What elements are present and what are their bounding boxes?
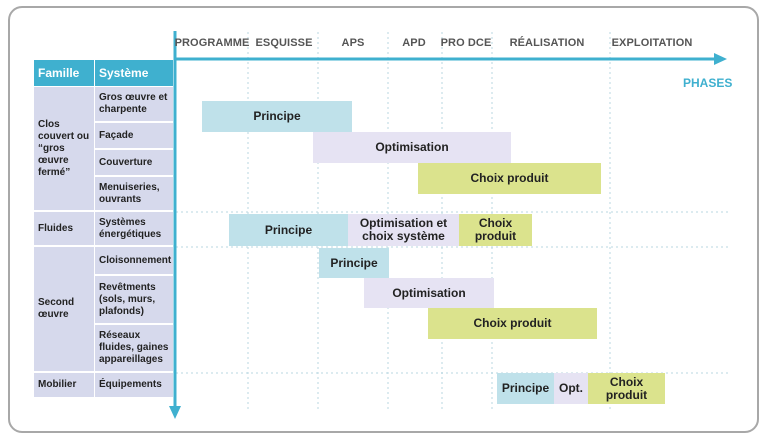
header-systeme: Système — [95, 60, 173, 86]
bar-mobilier-principe: Principe — [497, 373, 554, 404]
system-reseaux: Réseaux fluides, gaines appareillages — [95, 325, 173, 371]
bar-clos-choix-produit: Choix produit — [418, 163, 601, 194]
bar-clos-optimisation: Optimisation — [313, 132, 511, 163]
phase-esquisse: ESQUISSE — [255, 37, 313, 49]
system-equipements: Équipements — [95, 373, 173, 397]
system-facade: Façade — [95, 123, 173, 148]
header-famille: Famille — [34, 60, 94, 86]
bar-fluides-optimisation: Optimisation et choix système — [348, 214, 459, 246]
system-gros-oeuvre: Gros œuvre et charpente — [95, 87, 173, 121]
family-fluides: Fluides — [34, 212, 94, 245]
phase-programme: PROGRAMME — [174, 37, 250, 49]
system-energetiques: Systèmes énergétiques — [95, 212, 173, 245]
horizontal-axis-arrow — [714, 53, 727, 65]
bar-second-principe: Principe — [319, 248, 389, 278]
bar-mobilier-choix-produit: Choix produit — [588, 373, 665, 404]
bar-second-optimisation: Optimisation — [364, 278, 494, 308]
bar-fluides-principe: Principe — [229, 214, 348, 246]
family-clos-couvert: Clos couvert ou “gros œuvre fermé” — [34, 87, 94, 210]
phase-realisation: RÉALISATION — [509, 37, 585, 49]
phase-aps: APS — [341, 37, 365, 49]
bar-clos-principe: Principe — [202, 101, 352, 132]
diagram-frame — [8, 6, 759, 433]
family-mobilier: Mobilier — [34, 373, 94, 397]
phase-pro-dce: PRO DCE — [440, 37, 492, 49]
system-menuiseries: Menuiseries, ouvrants — [95, 177, 173, 210]
bar-mobilier-opt: Opt. — [554, 373, 588, 404]
phase-apd: APD — [402, 37, 426, 49]
phases-axis-label: PHASES — [683, 76, 733, 90]
bar-fluides-choix-produit: Choix produit — [459, 214, 532, 246]
system-revetements: Revêtments (sols, murs, plafonds) — [95, 276, 173, 323]
family-second-oeuvre: Second œuvre — [34, 247, 94, 371]
system-cloisonnement: Cloisonnement — [95, 247, 173, 274]
bar-second-choix-produit: Choix produit — [428, 308, 597, 339]
system-couverture: Couverture — [95, 150, 173, 175]
phase-exploitation: EXPLOITATION — [611, 37, 693, 49]
vertical-axis-arrow — [169, 406, 181, 419]
